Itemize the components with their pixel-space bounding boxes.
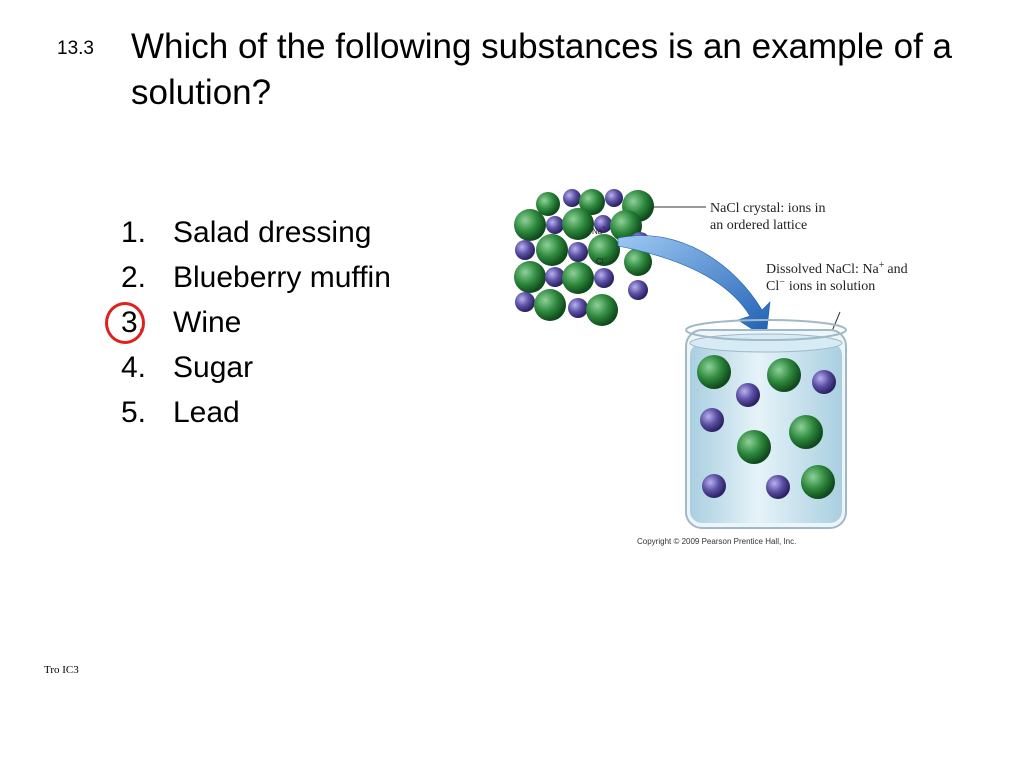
answer-option-3[interactable]: 3.Wine bbox=[121, 300, 391, 345]
nacl-crystal: Na+ Cl− bbox=[514, 189, 654, 326]
nacl-dissolution-figure: Na+ Cl− NaCl crystal: ions in an ordered… bbox=[514, 189, 908, 546]
dissolved-label-line-1: Dissolved NaCl: Na+and bbox=[766, 260, 908, 277]
answer-number: 5. bbox=[121, 396, 147, 429]
answer-text: Lead bbox=[173, 396, 240, 429]
answer-text: Sugar bbox=[173, 351, 254, 384]
na-ion-label: Na+ bbox=[592, 226, 606, 236]
selected-answer-circle bbox=[105, 302, 145, 344]
cl-ion-label: Cl− bbox=[596, 256, 608, 266]
answer-text: Blueberry muffin bbox=[173, 261, 391, 294]
beaker bbox=[685, 319, 847, 529]
slide-title: Which of the following substances is an … bbox=[131, 27, 952, 112]
crystal-label-line-2: an ordered lattice bbox=[710, 218, 807, 233]
slide-footer: Tro IC3 bbox=[44, 664, 79, 676]
answer-number: 1. bbox=[121, 216, 147, 249]
crystal-label-line-1: NaCl crystal: ions in bbox=[710, 201, 826, 216]
answer-list: 1. Salad dressing 2. Blueberry muffin 3.Wi… bbox=[121, 210, 391, 435]
answer-option-2[interactable]: 2. Blueberry muffin bbox=[121, 255, 391, 300]
answer-option-1[interactable]: 1. Salad dressing bbox=[121, 210, 391, 255]
answer-text: Wine bbox=[173, 306, 242, 339]
copyright-notice: Copyright © 2009 Pearson Prentice Hall, … bbox=[637, 537, 796, 546]
dissolved-label-line-2: Cl−ions in solution bbox=[766, 277, 875, 294]
answer-text: Salad dressing bbox=[173, 216, 372, 249]
question-number: 13.3 bbox=[57, 38, 94, 59]
answer-option-5[interactable]: 5. Lead bbox=[121, 390, 391, 435]
answer-number: 4. bbox=[121, 351, 147, 384]
answer-number: 2. bbox=[121, 261, 147, 294]
answer-option-4[interactable]: 4. Sugar bbox=[121, 345, 391, 390]
